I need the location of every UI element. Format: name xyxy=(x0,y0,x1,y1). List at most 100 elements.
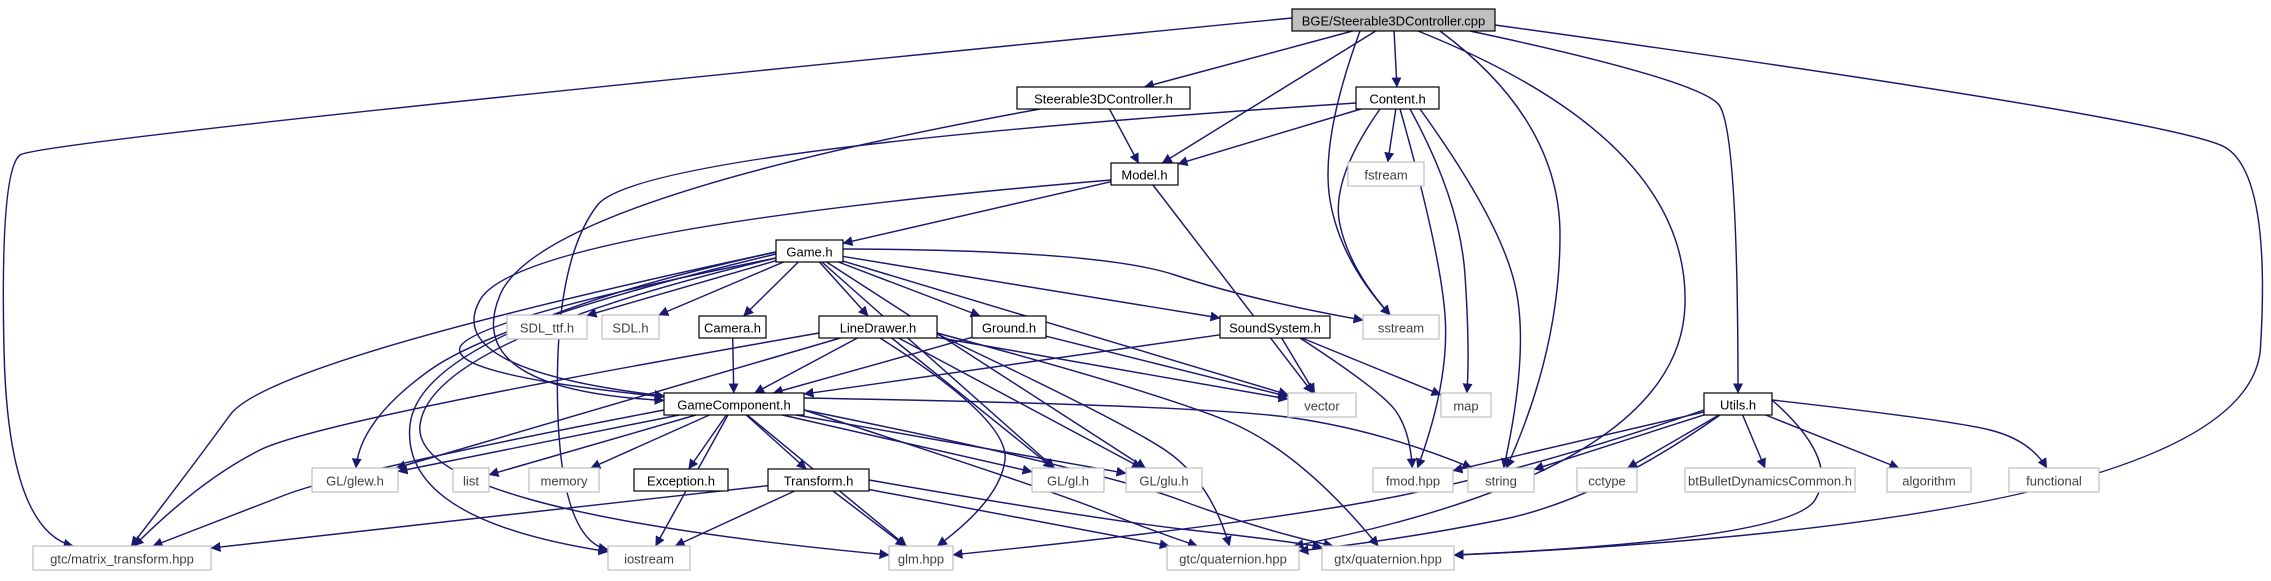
node-box xyxy=(2008,467,2100,493)
node-box xyxy=(1372,467,1454,493)
node-box xyxy=(1166,545,1300,571)
edge-game_h-to-vector xyxy=(842,260,1289,397)
edge-game_h-to-linedrawer_h xyxy=(818,261,869,317)
node-label: Utils.h xyxy=(1720,398,1756,413)
edge-main-to-steerable_h xyxy=(1143,30,1353,90)
node-label: iostream xyxy=(624,552,674,567)
node-box xyxy=(607,545,691,571)
node-box xyxy=(1347,161,1425,187)
node-transform-h[interactable]: Transform.h xyxy=(767,468,870,492)
edge-linedrawer_h-to-gl_h xyxy=(891,337,1054,469)
edge-gamecomponent_h-to-matrix_transform xyxy=(152,409,665,548)
node-gtx-quaternion: gtx/quaternion.hpp xyxy=(1321,545,1455,571)
node-utils-h[interactable]: Utils.h xyxy=(1703,392,1773,416)
node-algorithm: algorithm xyxy=(1886,467,1972,493)
edge-game_h-to-sstream xyxy=(842,248,1364,324)
node-box xyxy=(663,392,805,416)
edge-gamecomponent_h-to-memory xyxy=(590,414,710,469)
node-box xyxy=(1684,467,1856,493)
node-exception-h[interactable]: Exception.h xyxy=(633,468,729,492)
node-label: cctype xyxy=(1588,474,1626,489)
edge-utils_h-to-gtx_quaternion xyxy=(1453,399,1823,560)
node-box xyxy=(32,545,212,571)
edge-utils_h-to-btbullet xyxy=(1741,414,1766,469)
edge-utils_h-to-gtc_quaternion xyxy=(1298,414,1721,555)
node-fstream: fstream xyxy=(1347,161,1425,187)
edge-gamecomponent_h-to-transform_h xyxy=(745,414,807,470)
node-label: glm.hpp xyxy=(898,552,944,567)
node-soundsystem-h[interactable]: SoundSystem.h xyxy=(1219,315,1331,339)
node-label: memory xyxy=(541,474,588,489)
node-label: SoundSystem.h xyxy=(1229,321,1321,336)
node-box xyxy=(1576,467,1638,493)
node-label: list xyxy=(463,474,479,489)
edge-main-to-sstream xyxy=(1327,30,1391,316)
node-fmod-hpp: fmod.hpp xyxy=(1372,467,1454,493)
node-steerable-h[interactable]: Steerable3DController.h xyxy=(1016,86,1191,110)
edge-main-to-content_h xyxy=(1391,30,1402,88)
edge-steerable_h-to-model_h xyxy=(1108,108,1140,164)
node-box xyxy=(311,467,399,493)
node-label: Camera.h xyxy=(704,321,761,336)
edge-game_h-to-sdl_ttf xyxy=(586,260,777,318)
edge-content_h-to-model_h xyxy=(1177,108,1362,166)
edge-game_h-to-glm_hpp xyxy=(419,257,890,560)
node-label: vector xyxy=(1304,399,1340,414)
node-content-h[interactable]: Content.h xyxy=(1355,86,1440,110)
node-label: string xyxy=(1485,474,1517,489)
dependency-edges xyxy=(2,17,2264,560)
node-box xyxy=(1321,545,1455,571)
edge-utils_h-to-functional xyxy=(1771,399,2048,469)
node-game-h[interactable]: Game.h xyxy=(775,239,844,263)
node-box xyxy=(971,315,1047,339)
node-main[interactable]: BGE/Steerable3DController.cpp xyxy=(1291,8,1496,32)
node-box xyxy=(1291,8,1496,32)
node-label: LineDrawer.h xyxy=(840,321,917,336)
edge-model_h-to-vector xyxy=(1152,184,1314,394)
edge-game_h-to-sdl_h xyxy=(658,261,784,316)
node-sdl-ttf: SDL_ttf.h xyxy=(506,314,588,340)
node-label: BGE/Steerable3DController.cpp xyxy=(1302,14,1486,29)
node-box xyxy=(452,467,490,493)
dependency-nodes: BGE/Steerable3DController.cppSteerable3D… xyxy=(32,8,2100,571)
node-label: GameComponent.h xyxy=(677,398,790,413)
edge-content_h-to-sstream xyxy=(1337,108,1391,316)
edge-transform_h-to-gtc_quaternion xyxy=(868,488,1170,550)
edge-game_h-to-iostream xyxy=(408,251,777,556)
edge-game_h-to-matrix_transform xyxy=(130,251,777,547)
node-box xyxy=(1110,162,1179,186)
node-box xyxy=(506,314,588,340)
node-box xyxy=(1355,86,1440,110)
node-sstream: sstream xyxy=(1362,314,1440,340)
edge-linedrawer_h-to-vector xyxy=(936,336,1289,403)
node-label: Content.h xyxy=(1369,92,1425,107)
edge-gamecomponent_h-to-glew_h xyxy=(397,414,680,475)
node-label: gtx/quaternion.hpp xyxy=(1334,552,1442,567)
node-label: GL/glu.h xyxy=(1139,474,1188,489)
node-ground-h[interactable]: Ground.h xyxy=(971,315,1047,339)
edge-main-to-model_h xyxy=(1161,30,1377,164)
edge-transform_h-to-matrix_transform xyxy=(210,484,769,552)
node-gamecomponent-h[interactable]: GameComponent.h xyxy=(663,392,805,416)
node-box xyxy=(1219,315,1331,339)
node-label: GL/gl.h xyxy=(1047,474,1089,489)
node-camera-h[interactable]: Camera.h xyxy=(698,315,767,339)
node-box xyxy=(633,468,729,492)
node-linedrawer-h[interactable]: LineDrawer.h xyxy=(818,315,938,339)
node-box xyxy=(601,314,660,340)
edge-linedrawer_h-to-glm_hpp xyxy=(879,337,1006,547)
edge-steerable_h-to-gamecomponent_h xyxy=(492,108,1041,405)
node-box xyxy=(528,467,600,493)
edge-game_h-to-gl_h xyxy=(821,261,1055,469)
node-gtc-quaternion: gtc/quaternion.hpp xyxy=(1166,545,1300,571)
edge-main-to-utils_h xyxy=(1469,30,1743,394)
edge-utils_h-to-cctype xyxy=(1627,414,1720,469)
edge-game_h-to-ground_h xyxy=(838,261,981,318)
edge-content_h-to-map xyxy=(1409,108,1473,394)
node-glew-h: GL/glew.h xyxy=(311,467,399,493)
node-model-h[interactable]: Model.h xyxy=(1110,162,1179,186)
edge-transform_h-to-gtx_quaternion xyxy=(868,479,1323,551)
edge-gamecomponent_h-to-string xyxy=(803,397,1473,469)
edge-soundsystem_h-to-map xyxy=(1301,337,1442,396)
node-box xyxy=(1125,467,1203,493)
